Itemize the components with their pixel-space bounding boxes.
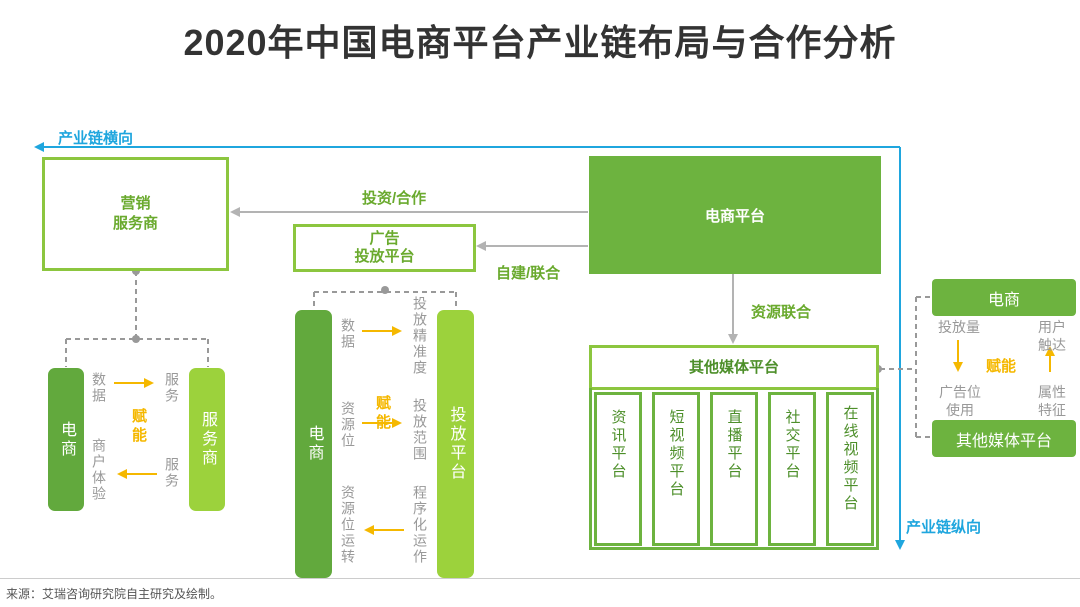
text-data: 数据 <box>91 372 107 404</box>
text-empower: 赋能 <box>986 358 1017 375</box>
horizontal-axis-label: 产业链横向 <box>58 130 134 147</box>
text-empower: 赋能 <box>374 395 391 433</box>
text-service: 服务 <box>164 457 180 489</box>
text-volume: 投放量 <box>938 319 980 335</box>
other-media-container <box>589 388 879 550</box>
ecommerce-platform-box: 电商平台 <box>589 156 881 274</box>
media-item-online-video: 在线视频平台 <box>826 392 874 546</box>
text-service: 服务 <box>164 372 180 404</box>
page-title: 2020年中国电商平台产业链布局与合作分析 <box>183 22 897 63</box>
right-other-media-box: 其他媒体平台 <box>932 420 1076 457</box>
edge-label-resource: 资源联合 <box>751 304 812 321</box>
source-note: 来源：艾瑞咨询研究院自主研究及绘制。 <box>6 587 223 601</box>
marketing-service-box: 营销 服务商 <box>42 157 229 271</box>
right-ecommerce-box: 电商 <box>932 279 1076 316</box>
media-item-live: 直播平台 <box>710 392 758 546</box>
media-item-news: 资讯平台 <box>594 392 642 546</box>
text-resource-operation: 资源位运转 <box>340 485 356 565</box>
text-ad-position-use: 广告位使用 <box>939 384 981 418</box>
text-programmatic: 程序化运作 <box>412 485 428 565</box>
edge-label-self-build: 自建/联合 <box>496 265 561 282</box>
middle-ad-platform-pill: 投放平台 <box>437 310 474 578</box>
text-attribute: 属性特征 <box>1038 384 1066 418</box>
left-ecommerce-pill: 电商 <box>48 368 84 511</box>
text-precision: 投放精准度 <box>412 296 428 376</box>
middle-ecommerce-pill: 电商 <box>295 310 332 578</box>
junction-dot <box>132 335 140 343</box>
text-merchant-experience: 商户体验 <box>91 438 107 502</box>
left-service-pill: 服务商 <box>189 368 225 511</box>
text-empower: 赋能 <box>130 408 147 446</box>
vertical-axis-label: 产业链纵向 <box>906 519 982 536</box>
other-media-header: 其他媒体平台 <box>589 345 879 390</box>
edge-label-invest: 投资/合作 <box>362 190 427 207</box>
text-range: 投放范围 <box>412 398 428 462</box>
text-resource-position: 资源位 <box>340 401 356 449</box>
divider <box>0 578 1080 579</box>
text-user-reach: 用户触达 <box>1038 319 1066 353</box>
ad-platform-box: 广告 投放平台 <box>293 224 476 272</box>
media-item-social: 社交平台 <box>768 392 816 546</box>
text-data: 数据 <box>340 318 356 350</box>
media-item-short-video: 短视频平台 <box>652 392 700 546</box>
